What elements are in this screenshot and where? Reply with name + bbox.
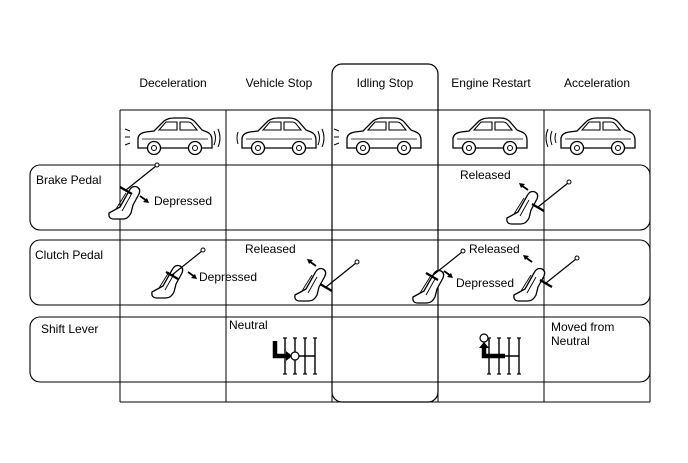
annotation-brake-depressed: Depressed — [154, 194, 213, 208]
car-icon — [124, 117, 221, 156]
header-deceleration: Deceleration — [139, 76, 207, 90]
car-icon — [333, 117, 422, 156]
annotation-clutch-depressed: Depressed — [199, 270, 258, 284]
car-icon — [236, 117, 325, 156]
car-icon — [452, 117, 528, 156]
header-acceleration: Acceleration — [563, 76, 631, 90]
car-icon — [545, 117, 636, 156]
clutch-depressed-graphic — [151, 246, 207, 299]
brake-released-graphic — [506, 178, 573, 225]
header-idling-stop: Idling Stop — [356, 76, 414, 90]
idling-stop-highlight — [331, 63, 439, 403]
annotation-shift-moved: Moved from — [551, 320, 615, 334]
annotation-clutch-released: Released — [245, 242, 296, 256]
shift-gate-icon — [479, 333, 522, 375]
grid — [119, 109, 651, 403]
row-label-brake-pedal: Brake Pedal — [36, 173, 102, 187]
row-band-brake — [29, 164, 651, 231]
annotation-clutch-released: Released — [469, 242, 520, 256]
header-engine-restart: Engine Restart — [451, 76, 531, 90]
header-vehicle-stop: Vehicle Stop — [245, 76, 313, 90]
clutch-released-graphic — [513, 254, 581, 302]
row-band-clutch — [29, 239, 651, 306]
brake-depressed-graphic — [108, 161, 161, 220]
annotation-clutch-depressed: Depressed — [456, 276, 515, 290]
annotation-shift-moved: Neutral — [551, 334, 590, 348]
annotation-shift-neutral: Neutral — [229, 318, 268, 332]
shift-gate-icon — [272, 337, 318, 375]
row-label-shift-lever: Shift Lever — [41, 322, 99, 336]
clutch-released-graphic — [294, 258, 361, 302]
row-band-shift — [29, 316, 651, 383]
row-label-clutch-pedal: Clutch Pedal — [35, 248, 104, 262]
annotation-brake-released: Released — [460, 168, 511, 182]
